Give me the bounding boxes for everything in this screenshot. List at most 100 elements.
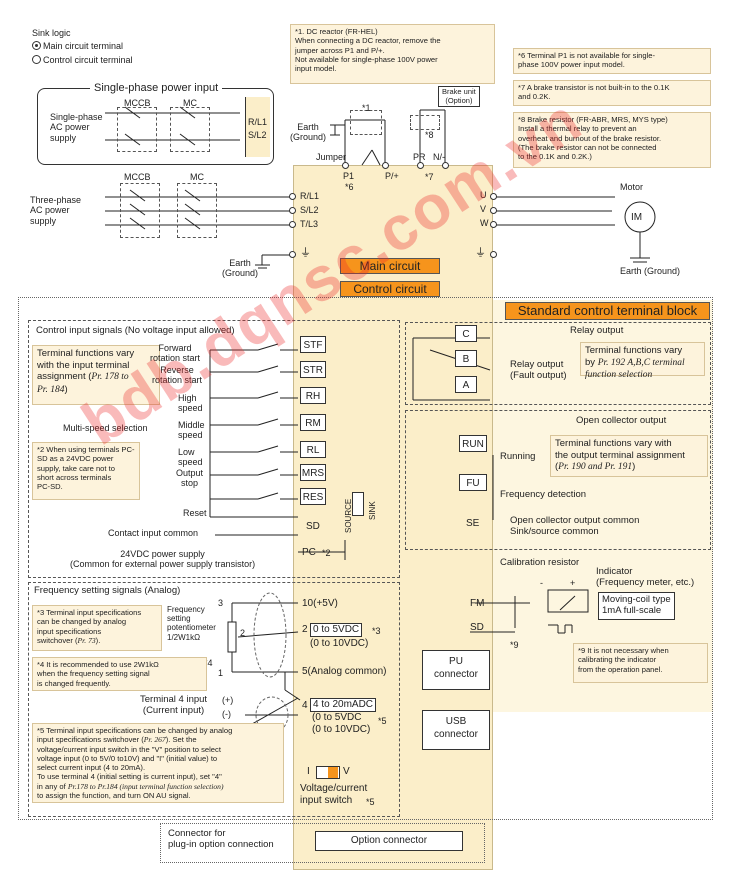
terminal-nminus — [442, 162, 449, 169]
tp-t-label: T/L3 — [300, 219, 319, 229]
brake-unit-label: Brake unit (Option) — [438, 86, 480, 108]
relay-note: Terminal functions vary by Pr. 192 A,B,C… — [580, 342, 705, 380]
t4-input-label: Terminal 4 input (Current input) — [140, 694, 208, 716]
terminal-t — [289, 221, 296, 228]
sp-mccb-label: MCCB — [124, 98, 151, 108]
terminal-run: RUN — [459, 435, 487, 452]
terminal-se: SE — [466, 518, 480, 529]
main-circuit-bar: Main circuit — [340, 258, 440, 274]
tp-mc-box — [177, 183, 217, 238]
forward-start-label: Forward rotation start — [150, 343, 201, 364]
pot-label: Frequency setting potentiometer 1/2W1kΩ — [167, 605, 216, 642]
single-phase-title: Single-phase power input — [90, 82, 223, 95]
terminal-u — [490, 193, 497, 200]
dc-jumper: Jumper — [316, 152, 347, 162]
n5-b: Pr. 267 — [143, 735, 166, 745]
dc-star1: *1 — [362, 103, 371, 113]
terminal-sd-cal: SD — [470, 622, 484, 633]
plugin-label: Connector for plug-in option connection — [168, 828, 274, 850]
note-8: *8 Brake resistor (FR-ABR, MRS, MYS type… — [513, 112, 711, 168]
t4-star5: *5 — [378, 716, 387, 726]
pot-star4: *4 — [204, 658, 213, 668]
analog-title: Frequency setting signals (Analog) — [34, 585, 181, 596]
brake-resistor-box — [410, 115, 440, 130]
dc-pr: PR — [413, 152, 426, 162]
control-inputs-title: Control input signals (No voltage input … — [36, 325, 235, 336]
oc-note: Terminal functions vary with the output … — [550, 435, 708, 477]
voltage-current-switch[interactable] — [316, 766, 340, 779]
n5-c: ). Set the voltage/current input switch … — [37, 735, 222, 791]
t10-label: 10(+5V) — [302, 598, 338, 609]
sp-mc-label: MC — [183, 98, 197, 108]
control-terminal-symbol — [32, 55, 41, 64]
sp-terminal-strip — [245, 97, 270, 157]
terminal-v — [490, 207, 497, 214]
reverse-start-label: Reverse rotation start — [152, 365, 203, 386]
dc-reactor-box — [350, 110, 382, 135]
earth-symbol-left: ⏚ — [300, 247, 311, 259]
note-1: *1. DC reactor (FR-HEL) When connecting … — [290, 24, 495, 84]
sink-label: SINK — [368, 501, 377, 520]
t2-label: 2 — [302, 624, 308, 635]
switch-label: Voltage/current input switch — [300, 783, 368, 806]
tp-mccb-label: MCCB — [124, 172, 151, 182]
oc-common-label: Open collector output common Sink/source… — [510, 515, 640, 537]
cal-minus: - — [540, 578, 543, 588]
terminal-stf: STF — [300, 336, 326, 353]
t4-plus: (+) — [222, 695, 234, 705]
terminal-res: RES — [300, 488, 326, 505]
legend-control: Control circuit terminal — [32, 55, 133, 65]
terminal-r — [289, 193, 296, 200]
terminal-fu: FU — [459, 474, 487, 491]
relay-a: A — [455, 376, 477, 393]
freq-detect-label: Frequency detection — [500, 489, 587, 500]
usb-connector[interactable]: USB connector — [422, 710, 490, 750]
pu-connector[interactable]: PU connector — [422, 650, 490, 690]
n3-b: Pr. 73 — [77, 635, 96, 645]
relay-frame — [405, 322, 711, 405]
terminal-mrs: MRS — [300, 464, 326, 481]
tp-r-label: R/L1 — [300, 191, 320, 201]
main-terminal-symbol — [32, 41, 41, 50]
switch-v: V — [343, 766, 350, 777]
out-u: U — [480, 190, 487, 200]
terminal-rl: RL — [300, 441, 326, 458]
tp-mc-label: MC — [190, 172, 204, 182]
n3-c: ). — [95, 635, 101, 645]
terminal-sd: SD — [306, 521, 320, 532]
note-7: *7 A brake transistor is not built-in to… — [513, 80, 711, 106]
analog-frame — [28, 582, 400, 817]
t2-star3: *3 — [372, 626, 381, 636]
option-connector[interactable]: Option connector — [315, 831, 463, 851]
legend-main: Main circuit terminal — [32, 41, 123, 51]
oc-note-c: ) — [632, 461, 636, 473]
control-inputs-note: Terminal functions vary with the input t… — [32, 345, 160, 405]
earth-symbol-right: ⏚ — [475, 247, 486, 259]
t2-range2: (0 to 10VDC) — [310, 638, 369, 649]
sp-mc-box — [170, 107, 210, 152]
dc-nminus: N/- — [433, 152, 445, 162]
control-circuit-bar: Control circuit — [340, 281, 440, 297]
ci-note-b: Pr. 178 to Pr. 184 — [37, 372, 129, 395]
ci-note-a: Terminal functions vary with the input t… — [37, 348, 135, 383]
cal-star9: *9 — [510, 640, 519, 650]
switch-star5: *5 — [366, 797, 375, 807]
terminal-s — [289, 207, 296, 214]
contact-common-label: Contact input common — [108, 528, 199, 538]
note-3: *3 Terminal input specifications can be … — [32, 605, 162, 651]
oc-title: Open collector output — [576, 415, 667, 426]
earth-left-label: Earth (Ground) — [222, 258, 259, 279]
note-5: *5 Terminal input specifications can be … — [32, 723, 284, 803]
running-label: Running — [500, 451, 536, 462]
control-input-frame — [28, 320, 400, 578]
relay-c: C — [455, 325, 477, 342]
motor-label: Motor — [620, 182, 644, 192]
note-4: *4 It is recommended to use 2W1kΩ when t… — [32, 657, 207, 691]
n5-d: Pr.178 to Pr.184 (input terminal functio… — [67, 781, 224, 791]
cal-plus: + — [570, 578, 576, 588]
relay-note-b: Pr. 192 A,B,C terminal function selectio… — [585, 357, 685, 381]
t4-minus: (-) — [222, 709, 231, 719]
t4-range2: (0 to 5VDC (0 to 10VDC) — [312, 712, 371, 735]
terminal-earth-right — [490, 251, 497, 258]
